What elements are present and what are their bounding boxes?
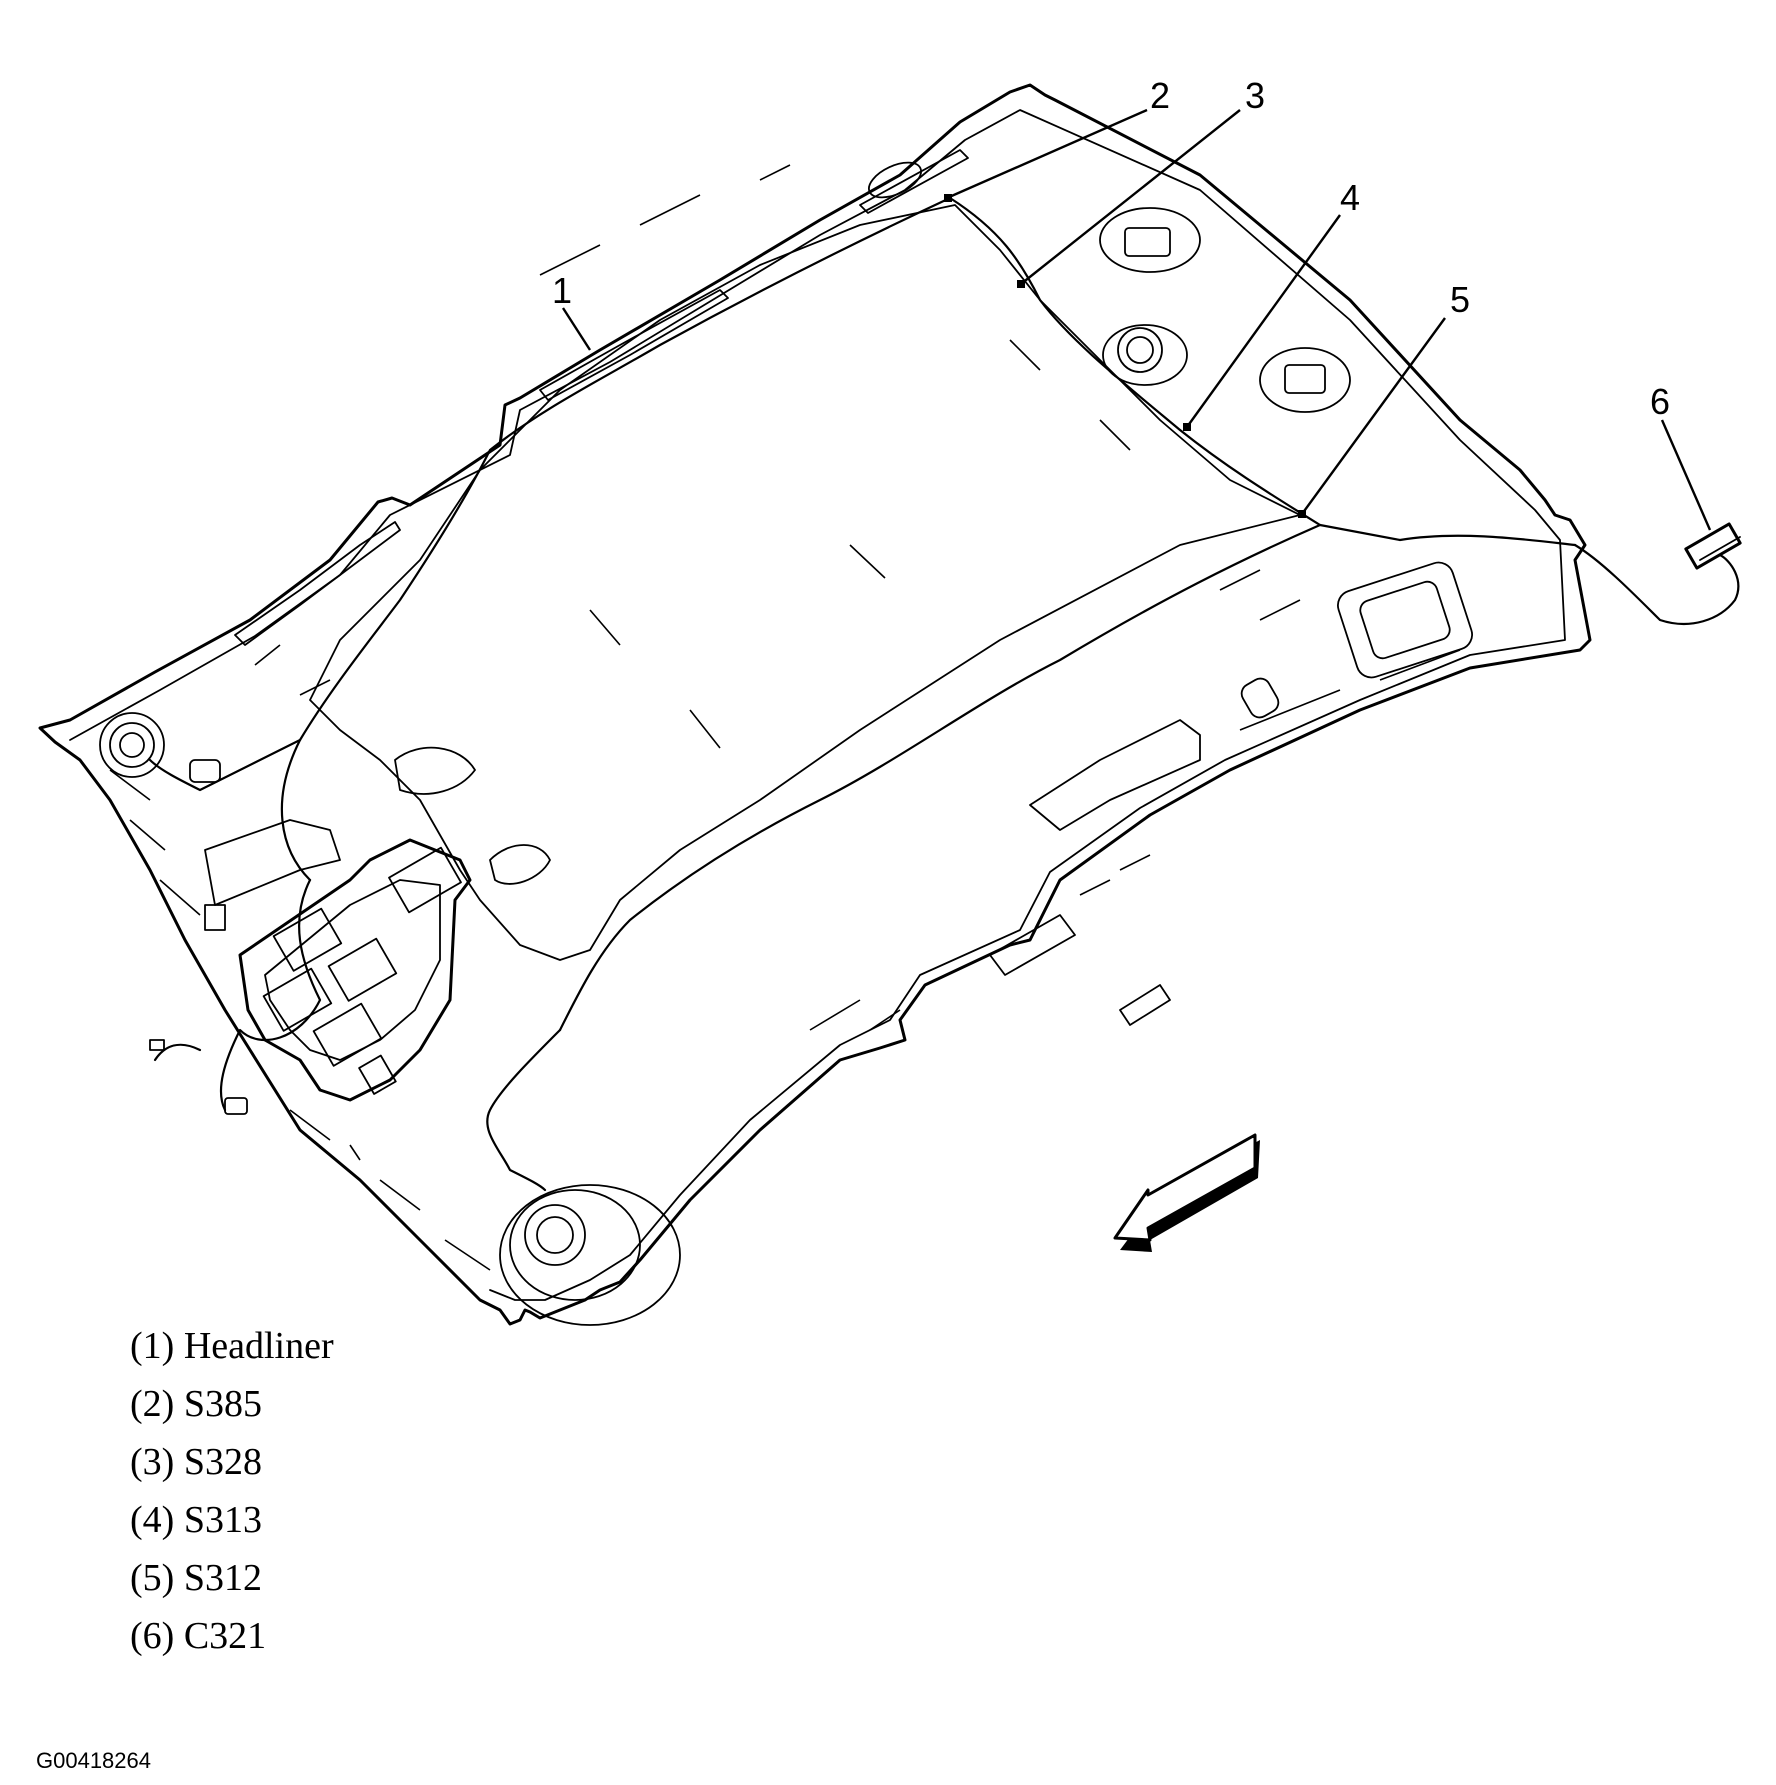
callout-5-number: 5 <box>1450 279 1470 320</box>
reading-lamp-rear-left <box>1099 207 1201 273</box>
headliner-center-opening <box>309 204 1301 961</box>
coat-hook-right <box>1337 561 1473 679</box>
headliner-surface-marks <box>109 164 1461 1271</box>
callout-6-number: 6 <box>1650 381 1670 422</box>
grab-handle-right <box>989 677 1280 1026</box>
dome-lamp-rear <box>1102 324 1188 386</box>
legend-item-label: C321 <box>183 1615 267 1657</box>
callout-3-number: 3 <box>1245 75 1265 116</box>
legend: (1) Headliner (2) S385 (3) S328 (4) S313… <box>130 1317 334 1665</box>
connector-c321 <box>1684 522 1742 570</box>
callout-4-number: 4 <box>1340 177 1360 218</box>
callout-2-number: 2 <box>1150 75 1170 116</box>
wiring-harness <box>148 196 1740 1192</box>
speaker-bezel-front <box>499 1184 681 1326</box>
speaker-bezel-left <box>99 712 165 778</box>
assist-handle-top-left <box>859 149 969 214</box>
headliner-outline <box>38 83 1592 1326</box>
legend-item-number: (2) <box>130 1383 175 1425</box>
legend-item-label: S312 <box>183 1557 262 1599</box>
legend-item: (1) Headliner <box>130 1317 334 1375</box>
legend-item-number: (1) <box>130 1325 175 1367</box>
legend-item: (4) S313 <box>130 1491 334 1549</box>
legend-item: (6) C321 <box>130 1607 334 1665</box>
legend-item: (3) S328 <box>130 1433 334 1491</box>
legend-item-label: S328 <box>183 1441 262 1483</box>
legend-item-label: S385 <box>183 1383 262 1425</box>
legend-item-number: (5) <box>130 1557 175 1599</box>
legend-item-label: Headliner <box>183 1325 334 1367</box>
legend-item-label: S313 <box>183 1499 262 1541</box>
visor-recess-left <box>234 289 729 646</box>
legend-item: (5) S312 <box>130 1549 334 1607</box>
legend-item-number: (4) <box>130 1499 175 1541</box>
callout-leaders <box>561 108 1712 531</box>
loose-connector-left <box>149 759 248 1115</box>
legend-item: (2) S385 <box>130 1375 334 1433</box>
figure-id: G00418264 <box>36 1748 151 1773</box>
forward-direction-arrow-icon <box>1113 1133 1260 1252</box>
overhead-console <box>204 746 551 1102</box>
reading-lamp-rear-right <box>1259 347 1351 413</box>
legend-item-number: (6) <box>130 1615 175 1657</box>
legend-item-number: (3) <box>130 1441 175 1483</box>
callout-1-number: 1 <box>552 270 572 311</box>
